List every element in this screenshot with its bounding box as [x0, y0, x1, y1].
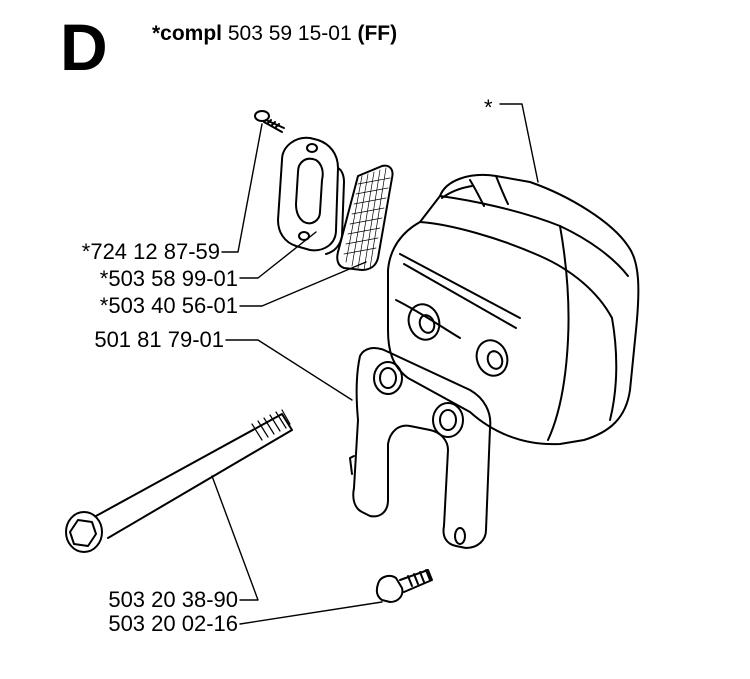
header-suffix: (FF): [357, 22, 398, 45]
small-screw: [254, 110, 285, 133]
spark-screen: [336, 164, 394, 271]
callout-long-bolt: 503 20 38-90: [108, 587, 238, 612]
callout-gasket: *503 58 99-01: [99, 266, 238, 291]
mounting-bracket: [349, 347, 492, 549]
header-part-number: 503 59 15-01: [227, 22, 352, 45]
callout-bracket: 501 81 79-01: [94, 327, 224, 352]
callout-assembly-marker: *: [484, 95, 493, 120]
leader-screw: [221, 123, 263, 253]
leader-bracket: [225, 339, 353, 401]
header-prefix: *compl: [152, 22, 223, 45]
flange-bolt: [375, 569, 433, 603]
leader-gasket: [239, 231, 317, 279]
leader-assembly: [499, 103, 539, 183]
long-bolt: [65, 409, 293, 553]
callout-screw: *724 12 87-59: [81, 239, 220, 264]
callout-screen: *503 40 56-01: [99, 293, 238, 318]
callout-flange-bolt: 503 20 02-16: [108, 611, 238, 636]
leader-long-bolt: [211, 475, 259, 601]
leader-lines: [211, 103, 539, 625]
assembly-header: *compl 503 59 15-01 (FF): [152, 22, 397, 46]
gasket: [277, 136, 345, 255]
leader-flange-bolt: [239, 601, 383, 625]
section-letter: D: [60, 10, 108, 84]
leader-screen: [239, 261, 367, 307]
muffler-housing: [387, 174, 640, 446]
